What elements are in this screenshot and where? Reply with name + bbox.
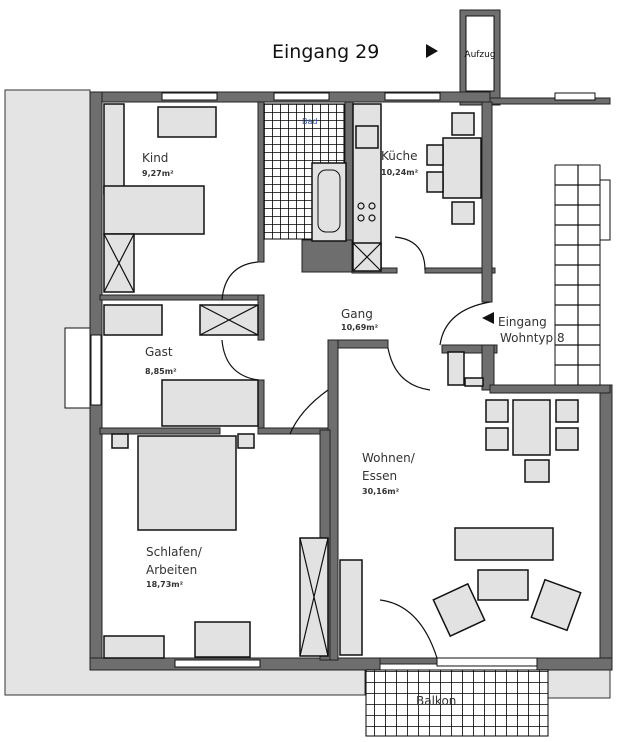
entrance-main-label: Eingang 29 bbox=[272, 41, 379, 63]
room-schlafen-area: 18,73m² bbox=[146, 580, 184, 589]
windows bbox=[90, 92, 611, 668]
room-gast-area: 8,85m² bbox=[145, 367, 177, 376]
room-wohnen-label-1: Wohnen/ bbox=[362, 451, 416, 465]
staircase bbox=[554, 164, 601, 386]
room-kueche-label: Küche bbox=[381, 149, 417, 163]
room-kueche-area: 10,24m² bbox=[381, 168, 419, 177]
room-gang-label: Gang bbox=[341, 307, 373, 321]
doors bbox=[221, 236, 491, 659]
room-bad-label: Bad bbox=[302, 117, 317, 126]
entrance-unit-label-2: Wohntyp 8 bbox=[500, 331, 565, 345]
schlafen-furniture bbox=[103, 433, 329, 659]
room-gang-area: 10,69m² bbox=[341, 323, 379, 332]
room-wohnen-area: 30,16m² bbox=[362, 487, 400, 496]
balcony bbox=[365, 669, 549, 737]
room-schlafen-label-2: Arbeiten bbox=[146, 563, 197, 577]
room-gast-label: Gast bbox=[145, 345, 173, 359]
bathroom: Bad bbox=[263, 103, 347, 242]
gast-furniture bbox=[103, 304, 259, 427]
room-wohnen-label-2: Essen bbox=[362, 469, 397, 483]
room-schlafen-label-1: Schlafen/ bbox=[146, 545, 203, 559]
room-kind-label: Kind bbox=[142, 151, 168, 165]
entrance-arrow-icon bbox=[426, 44, 438, 58]
kitchen-furniture bbox=[352, 103, 482, 272]
elevator-label: Aufzug bbox=[464, 50, 495, 60]
room-labels: Kind 9,27m² Küche 10,24m² Gang 10,69m² G… bbox=[142, 149, 565, 708]
elevator-shaft: Aufzug bbox=[459, 9, 501, 106]
entrance-unit-arrow-icon bbox=[482, 312, 494, 324]
room-balkon-label: Balkon bbox=[416, 694, 456, 708]
entrance-unit-label-1: Eingang bbox=[498, 315, 547, 329]
kind-furniture bbox=[103, 103, 217, 293]
room-kind-area: 9,27m² bbox=[142, 169, 174, 178]
wohnen-furniture bbox=[339, 351, 582, 656]
